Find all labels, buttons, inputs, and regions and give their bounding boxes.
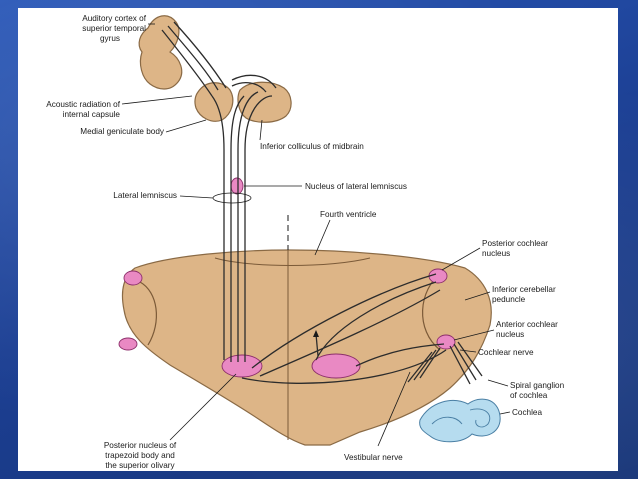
anterior-cochlear-nucleus (436, 334, 456, 350)
label-trapezoid-3: the superior olivary (105, 461, 175, 470)
label-trapezoid-1: Posterior nucleus of (104, 441, 177, 450)
label-trapezoid-2: trapezoid body and (105, 451, 175, 460)
label-acoustic-radiation-2: internal capsule (63, 110, 121, 119)
left-peduncle (139, 281, 157, 346)
left-dorsal-nucleus (123, 270, 143, 286)
medulla-section (121, 249, 492, 446)
cochlear-nucleus-fibers (241, 273, 447, 384)
label-medial-geniculate: Medial geniculate body (80, 127, 165, 136)
lateral-lemniscus-tract (211, 91, 273, 362)
posterior-cochlear-nucleus (428, 268, 448, 284)
label-vestibular-nerve: Vestibular nerve (344, 453, 403, 462)
label-spiral-ganglion-2: of cochlea (510, 391, 548, 400)
left-ventral-nucleus (118, 337, 138, 351)
label-auditory-cortex-3: gyrus (100, 34, 120, 43)
fourth-ventricle-floor (214, 257, 371, 266)
label-auditory-cortex-2: superior temporal (82, 24, 146, 33)
label-fourth-ventricle: Fourth ventricle (320, 210, 377, 219)
cochlear-nerve-fibers (407, 341, 483, 385)
trapezoid-nucleus-left (221, 354, 263, 378)
acoustic-radiation-tract (161, 21, 277, 97)
label-spiral-ganglion-1: Spiral ganglion (510, 381, 565, 390)
label-lateral-lemniscus: Lateral lemniscus (113, 191, 177, 200)
label-inferior-cerebellar-2: peduncle (492, 295, 526, 304)
label-inferior-colliculus: Inferior colliculus of midbrain (260, 142, 364, 151)
midbrain-tissue (237, 81, 292, 123)
label-anterior-cochlear-1: Anterior cochlear (496, 320, 558, 329)
nucleus-lateral-lemniscus (230, 177, 244, 195)
label-cochlear-nerve: Cochlear nerve (478, 348, 534, 357)
leader-lines (121, 23, 511, 447)
label-auditory-cortex-1: Auditory cortex of (82, 14, 146, 23)
label-cochlea: Cochlea (512, 408, 542, 417)
cochlea-shape (419, 398, 501, 443)
label-anterior-cochlear-2: nucleus (496, 330, 524, 339)
label-nucleus-lateral-lemniscus: Nucleus of lateral lemniscus (305, 182, 407, 191)
label-acoustic-radiation-1: Acoustic radiation of (46, 100, 120, 109)
auditory-cortex-tissue (138, 15, 183, 90)
label-posterior-cochlear-2: nucleus (482, 249, 510, 258)
label-posterior-cochlear-1: Posterior cochlear (482, 239, 548, 248)
trapezoid-nucleus-right (311, 353, 361, 379)
label-inferior-cerebellar-1: Inferior cerebellar (492, 285, 556, 294)
internal-capsule-tissue (194, 82, 234, 122)
